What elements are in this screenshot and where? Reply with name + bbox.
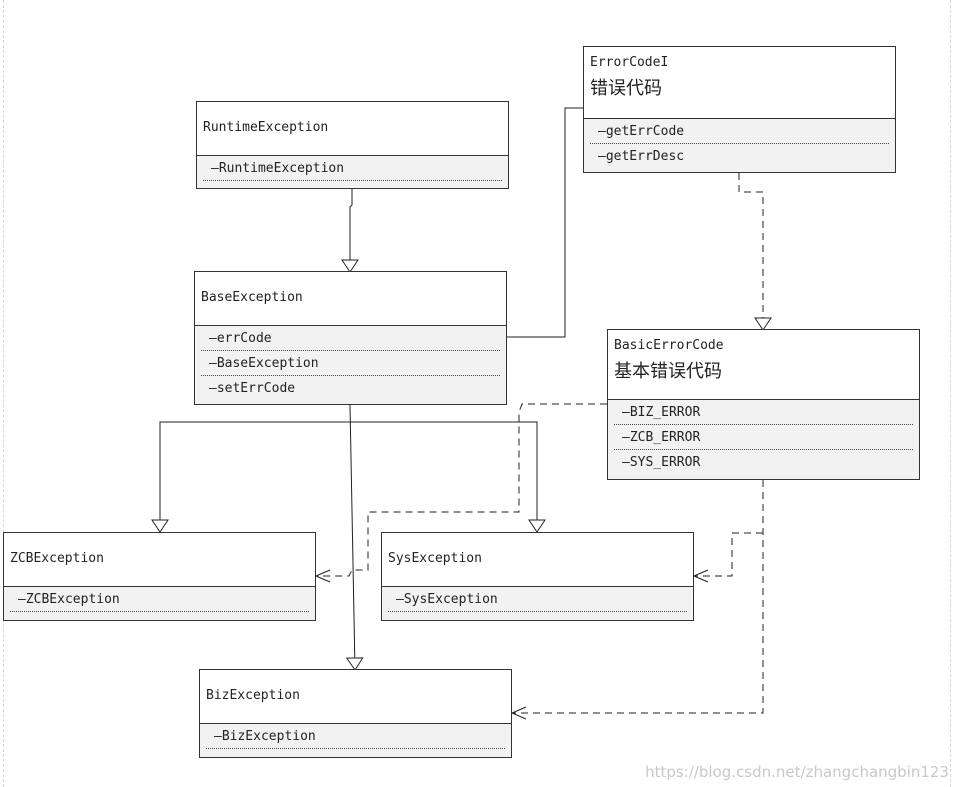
assoc-base-to-errorcodei (507, 107, 584, 338)
class-members: –ZCBException (4, 587, 315, 620)
member-row: –SysException (388, 587, 687, 612)
member-row: –getErrDesc (598, 149, 685, 164)
member-row: –setErrCode (209, 381, 296, 396)
class-header: RuntimeException (197, 102, 508, 156)
member-row: –SYS_ERROR (622, 455, 701, 470)
dep-basic-to-zcb (316, 403, 607, 576)
class-name: RuntimeException (203, 120, 329, 135)
class-box-biz-exception[interactable]: BizException –BizException (199, 669, 512, 758)
class-header: SysException (382, 533, 693, 587)
frame-left-border (3, 0, 4, 787)
member-row: –BaseException (201, 351, 500, 376)
class-header: ErrorCodeI 错误代码 (584, 47, 895, 119)
class-members: –getErrCode –getErrDesc (584, 119, 895, 172)
class-box-zcb-exception[interactable]: ZCBException –ZCBException (3, 532, 316, 621)
member-row: –getErrCode (590, 119, 889, 144)
class-name: SysException (388, 551, 482, 566)
member-row: –ZCBException (10, 587, 309, 612)
inherit-base-to-sys (350, 421, 546, 533)
class-box-runtime-exception[interactable]: RuntimeException –RuntimeException (196, 101, 509, 189)
class-members: –RuntimeException (197, 156, 508, 188)
class-name: ZCBException (10, 551, 104, 566)
class-name: ErrorCodeI (590, 55, 669, 70)
class-members: –BizException (200, 724, 511, 757)
class-name: BasicErrorCode (614, 338, 724, 353)
class-members: –SysException (382, 587, 693, 620)
class-subtitle: 错误代码 (590, 78, 662, 99)
class-box-basic-error-code[interactable]: BasicErrorCode 基本错误代码 –BIZ_ERROR –ZCB_ER… (607, 329, 920, 480)
class-header: BizException (200, 670, 511, 724)
class-box-sys-exception[interactable]: SysException –SysException (381, 532, 694, 621)
frame-right-border (950, 0, 951, 787)
class-subtitle: 基本错误代码 (614, 361, 722, 382)
realize-basic-to-errorcodei (738, 173, 772, 331)
dep-basic-to-biz (512, 480, 764, 713)
member-row: –errCode (201, 326, 500, 351)
member-row: –ZCB_ERROR (614, 425, 913, 450)
class-name: BizException (206, 688, 300, 703)
dep-basic-to-sys (694, 532, 763, 576)
class-name: BaseException (201, 290, 303, 305)
class-members: –BIZ_ERROR –ZCB_ERROR –SYS_ERROR (608, 400, 919, 479)
inherit-base-to-zcb (151, 421, 350, 533)
member-row: –BIZ_ERROR (614, 400, 913, 425)
member-row: –BizException (206, 724, 505, 749)
watermark-url: https://blog.csdn.net/zhangchangbin123 (645, 763, 949, 781)
inherit-base-to-biz (345, 404, 364, 671)
inherit-runtime-to-base (341, 189, 359, 273)
class-header: BasicErrorCode 基本错误代码 (608, 330, 919, 400)
class-box-error-code-i[interactable]: ErrorCodeI 错误代码 –getErrCode –getErrDesc (583, 46, 896, 173)
class-header: BaseException (195, 272, 506, 326)
class-header: ZCBException (4, 533, 315, 587)
class-box-base-exception[interactable]: BaseException –errCode –BaseException –s… (194, 271, 507, 405)
member-row: –RuntimeException (203, 156, 502, 181)
class-members: –errCode –BaseException –setErrCode (195, 326, 506, 404)
